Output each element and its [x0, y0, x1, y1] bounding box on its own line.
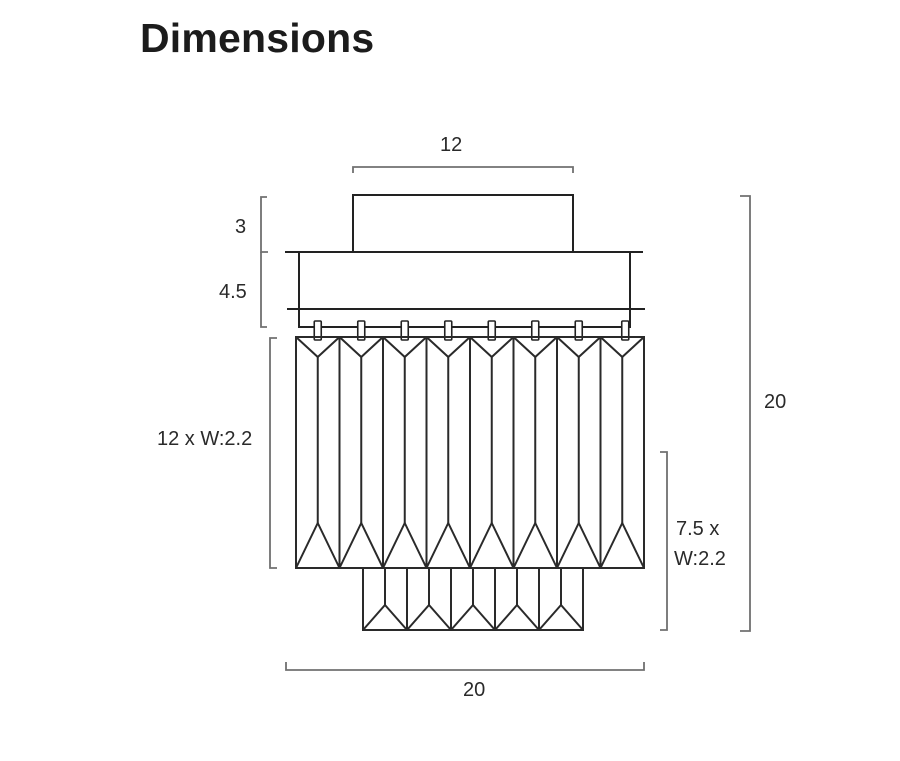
upper-crystal: [295, 336, 341, 569]
lower-crystal-bracket: [660, 451, 668, 631]
total-width-bracket: [285, 662, 645, 671]
lower-crystal: [494, 567, 540, 631]
clip: [574, 320, 584, 341]
total-height-label: 20: [764, 391, 787, 413]
lower-crystal: [362, 567, 408, 631]
page-title: Dimensions: [140, 15, 375, 61]
clip: [400, 320, 410, 341]
clip: [487, 320, 497, 341]
clip: [356, 320, 366, 341]
upper-crystal: [556, 336, 602, 569]
upper-crystal: [599, 336, 645, 569]
canopy-height-bracket: [260, 196, 268, 253]
total-height-bracket: [740, 195, 751, 632]
canopy-height-label: 3: [235, 216, 247, 238]
canopy-width-label: 12: [440, 134, 463, 156]
lower-crystal: [406, 567, 452, 631]
lower-crystal: [538, 567, 584, 631]
upper-crystal-bracket: [269, 337, 277, 569]
clip: [443, 320, 453, 341]
upper-crystal: [425, 336, 471, 569]
body-height-bracket: [260, 252, 267, 328]
lower-crystal-row: [362, 567, 584, 631]
clip: [313, 320, 323, 341]
dimension-lines: [260, 166, 751, 671]
canopy-width-bracket: [352, 166, 574, 173]
upper-crystal: [469, 336, 515, 569]
clip: [530, 320, 540, 341]
clip: [620, 320, 630, 341]
upper-crystal-label: 12 x W:2.2: [157, 428, 253, 450]
upper-crystal: [382, 336, 428, 569]
crystal-clips: [313, 320, 630, 341]
total-width-label: 20: [463, 679, 486, 701]
upper-crystal: [512, 336, 558, 569]
fixture-body: [285, 194, 645, 328]
lower-crystal: [450, 567, 496, 631]
body-height-label: 4.5: [219, 281, 247, 303]
lower-crystal-label-line2: W:2.2: [674, 548, 726, 570]
lower-crystal-label-line1: 7.5 x: [676, 518, 720, 540]
canopy: [352, 194, 574, 252]
body-frame: [298, 252, 631, 328]
upper-crystal: [338, 336, 384, 569]
upper-crystal-row: [295, 336, 645, 569]
